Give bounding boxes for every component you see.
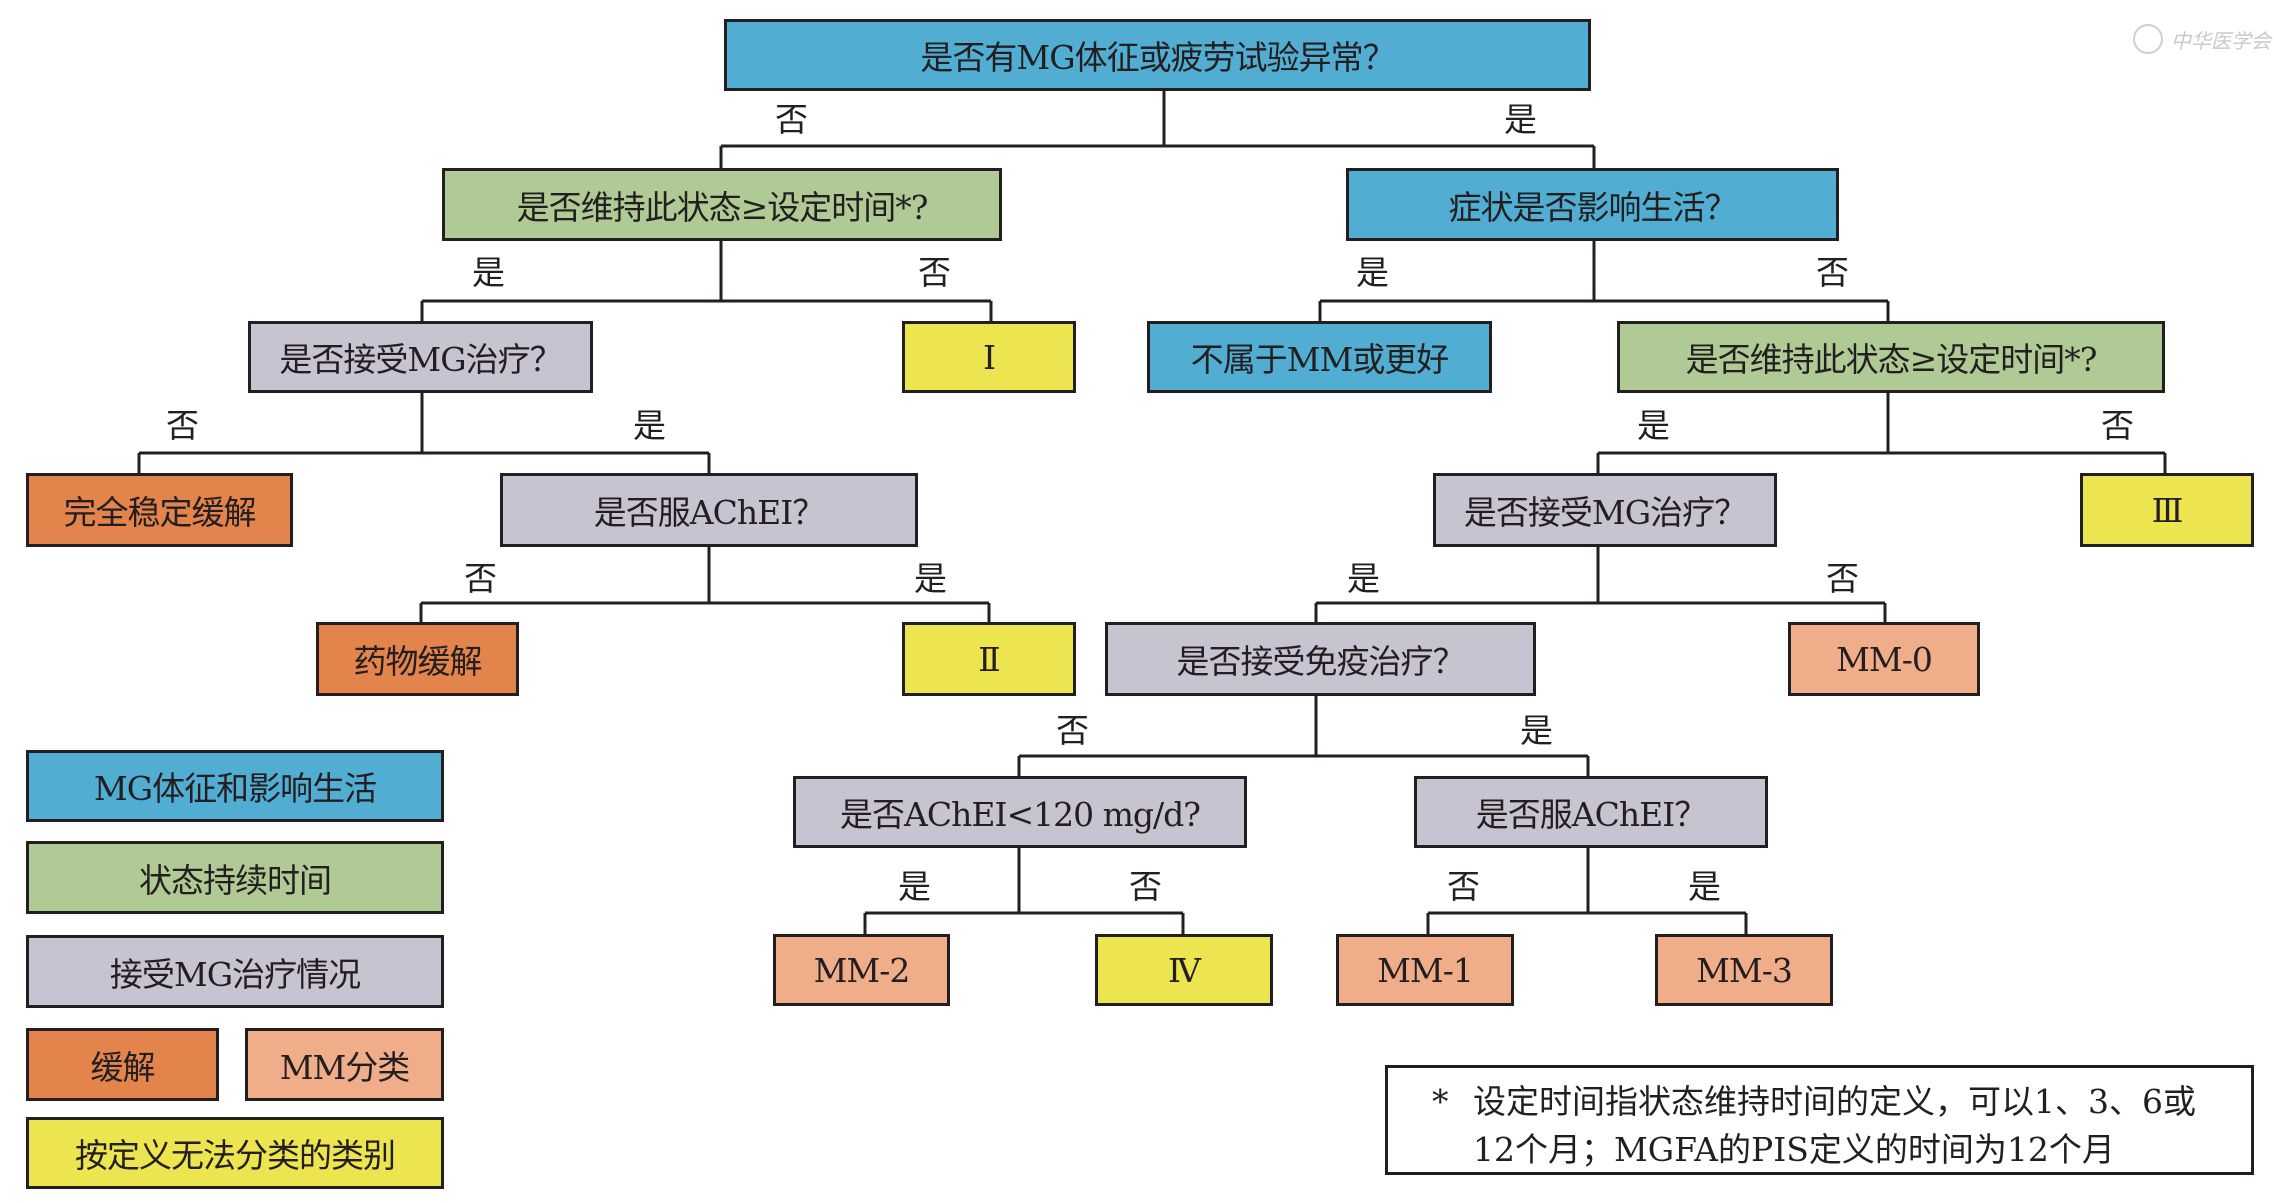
branch-label: 否: [775, 100, 808, 139]
branch-label: 否: [1816, 253, 1849, 292]
branch-label: 否: [1056, 711, 1089, 750]
branch-label: 否: [166, 406, 199, 445]
watermark: 中华医学会: [2133, 24, 2271, 54]
footnote-marker: *: [1432, 1082, 1449, 1121]
node-pharmacologic-remission: 药物缓解: [316, 622, 519, 696]
node-text: 是否接受MG治疗？: [1463, 493, 1747, 532]
branch-label: 否: [918, 253, 951, 292]
node-text: 是否服AChEI？: [1475, 795, 1707, 834]
node-text: MM-0: [1836, 639, 1933, 679]
legend-label: MG体征和影响生活: [93, 769, 377, 808]
branch-label: 是: [1688, 867, 1721, 906]
footnote-box: * 设定时间指状态维持时间的定义，可以1、3、6或 12个月；MGFA的PIS定…: [1385, 1065, 2254, 1175]
node-text: 是否维持此状态≥设定时间*?: [516, 187, 929, 227]
node-text: 完全稳定缓解: [63, 493, 257, 532]
legend-label: MM分类: [279, 1047, 411, 1087]
node-text: MM-2: [813, 950, 911, 990]
node-mm-2: MM-2: [773, 934, 950, 1006]
node-text: 是否接受免疫治疗？: [1176, 642, 1466, 681]
node-left-mg-treatment: 是否接受MG治疗？: [248, 321, 593, 393]
node-achei-dose: 是否AChEI<120 mg/d?: [793, 776, 1247, 848]
node-category-II: Ⅱ: [902, 622, 1076, 696]
node-text: 是否维持此状态≥设定时间*?: [1685, 340, 2098, 379]
branch-label: 否: [464, 559, 497, 598]
branch-label: 是: [633, 406, 666, 445]
branch-label: 是: [1637, 406, 1670, 445]
node-right-mg-treatment: 是否接受MG治疗？: [1433, 473, 1777, 547]
node-category-I: Ⅰ: [902, 321, 1076, 393]
node-text: 是否服AChEI？: [593, 493, 825, 532]
node-text: Ⅰ: [982, 337, 996, 377]
node-category-IV: Ⅳ: [1095, 934, 1273, 1006]
branch-label: 是: [472, 253, 505, 292]
node-right-duration: 是否维持此状态≥设定时间*?: [1617, 321, 2165, 393]
node-text: 不属于MM或更好: [1190, 340, 1450, 379]
node-text: 药物缓解: [353, 642, 483, 681]
legend-label: 按定义无法分类的类别: [75, 1136, 396, 1175]
legend-item-signs: MG体征和影响生活: [26, 750, 444, 822]
branch-label: 否: [1826, 559, 1859, 598]
node-mm-0: MM-0: [1788, 622, 1980, 696]
node-left-achei: 是否服AChEI？: [500, 473, 918, 547]
node-text: 是否AChEI<120 mg/d?: [840, 795, 1201, 834]
legend-item-remission: 缓解: [26, 1028, 219, 1101]
node-text: Ⅳ: [1168, 950, 1201, 990]
legend-label: 缓解: [90, 1047, 156, 1087]
branch-label: 是: [898, 867, 931, 906]
branch-label: 否: [2101, 406, 2134, 445]
branch-label: 否: [1447, 867, 1480, 906]
cma-seal-icon: [2133, 24, 2163, 54]
node-right-affect-life: 症状是否影响生活？: [1346, 168, 1839, 241]
branch-label: 是: [1520, 711, 1553, 750]
node-text: Ⅱ: [978, 639, 1000, 679]
legend-item-treatment: 接受MG治疗情况: [26, 935, 444, 1008]
node-root-question: 是否有MG体征或疲劳试验异常？: [724, 19, 1591, 91]
node-text: MM-3: [1696, 950, 1793, 990]
legend-label: 接受MG治疗情况: [109, 954, 361, 994]
branch-label: 否: [1129, 867, 1162, 906]
node-text: 症状是否影响生活？: [1448, 187, 1738, 227]
legend-label: 状态持续时间: [139, 860, 332, 900]
branch-label: 是: [914, 559, 947, 598]
node-text: MM-1: [1377, 950, 1474, 990]
node-mm-1: MM-1: [1336, 934, 1514, 1006]
branch-label: 是: [1356, 253, 1389, 292]
node-right-achei: 是否服AChEI？: [1414, 776, 1768, 848]
legend-item-mm-class: MM分类: [245, 1028, 444, 1101]
legend-item-duration: 状态持续时间: [26, 841, 444, 914]
branch-label: 是: [1504, 100, 1537, 139]
watermark-text: 中华医学会: [2171, 28, 2271, 53]
node-immunotherapy: 是否接受免疫治疗？: [1105, 622, 1536, 696]
legend-item-unclassifiable: 按定义无法分类的类别: [26, 1117, 444, 1189]
branch-label: 是: [1347, 559, 1380, 598]
footnote-line-2: 12个月；MGFA的PIS定义的时间为12个月: [1473, 1130, 2115, 1169]
node-complete-stable-remission: 完全稳定缓解: [26, 473, 293, 547]
node-not-mm-or-better: 不属于MM或更好: [1147, 321, 1492, 393]
node-text: Ⅲ: [2151, 490, 2184, 530]
node-category-III: Ⅲ: [2080, 473, 2254, 547]
node-mm-3: MM-3: [1655, 934, 1833, 1006]
node-text: 是否有MG体征或疲劳试验异常？: [920, 38, 1395, 77]
footnote-line-1: 设定时间指状态维持时间的定义，可以1、3、6或: [1473, 1082, 2196, 1121]
node-left-duration: 是否维持此状态≥设定时间*?: [442, 168, 1002, 241]
node-text: 是否接受MG治疗？: [279, 340, 562, 379]
